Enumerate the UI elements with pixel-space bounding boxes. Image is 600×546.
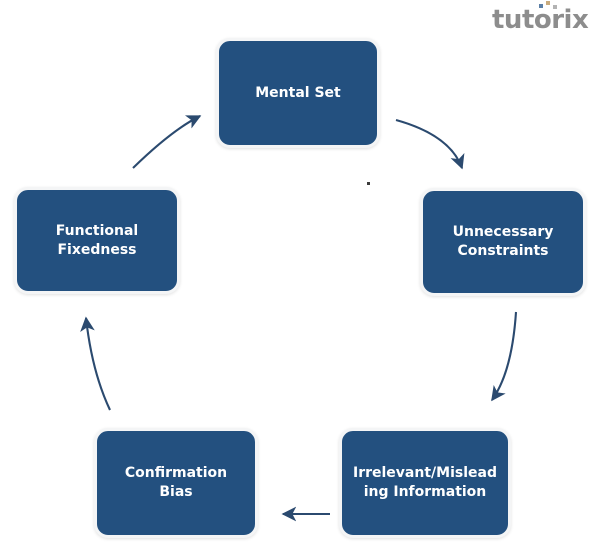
node-label: Functional Fixedness: [55, 222, 139, 258]
arrow-functional-to-mental-set: [132, 115, 202, 169]
node-confirmation-bias[interactable]: Confirmation Bias: [94, 428, 258, 538]
node-irrelevant-misleading-information[interactable]: Irrelevant/Mislead ing Information: [339, 428, 511, 538]
arrow-mental-set-to-unnecessary: [395, 118, 465, 170]
artifact-speck: [367, 182, 370, 185]
node-label: Unnecessary Constraints: [452, 224, 554, 259]
logo-dot-icon: [553, 5, 557, 9]
tutorix-logo: tutorix: [492, 0, 597, 40]
logo-wordmark: tutorix: [492, 5, 589, 35]
node-label: Irrelevant/Mislead ing Information: [353, 465, 497, 500]
node-label: Confirmation Bias: [124, 465, 228, 500]
node-unnecessary-constraints[interactable]: Unnecessary Constraints: [420, 188, 586, 296]
arrow-unnecessary-to-irrelevant: [491, 311, 518, 402]
node-label: Mental Set: [255, 84, 341, 101]
node-mental-set[interactable]: Mental Set: [216, 38, 380, 148]
arrow-confirmation-to-functional: [80, 316, 111, 411]
logo-dot-icon: [539, 4, 543, 8]
logo-dot-icon: [546, 1, 550, 5]
node-functional-fixedness[interactable]: Functional Fixedness: [14, 187, 180, 294]
